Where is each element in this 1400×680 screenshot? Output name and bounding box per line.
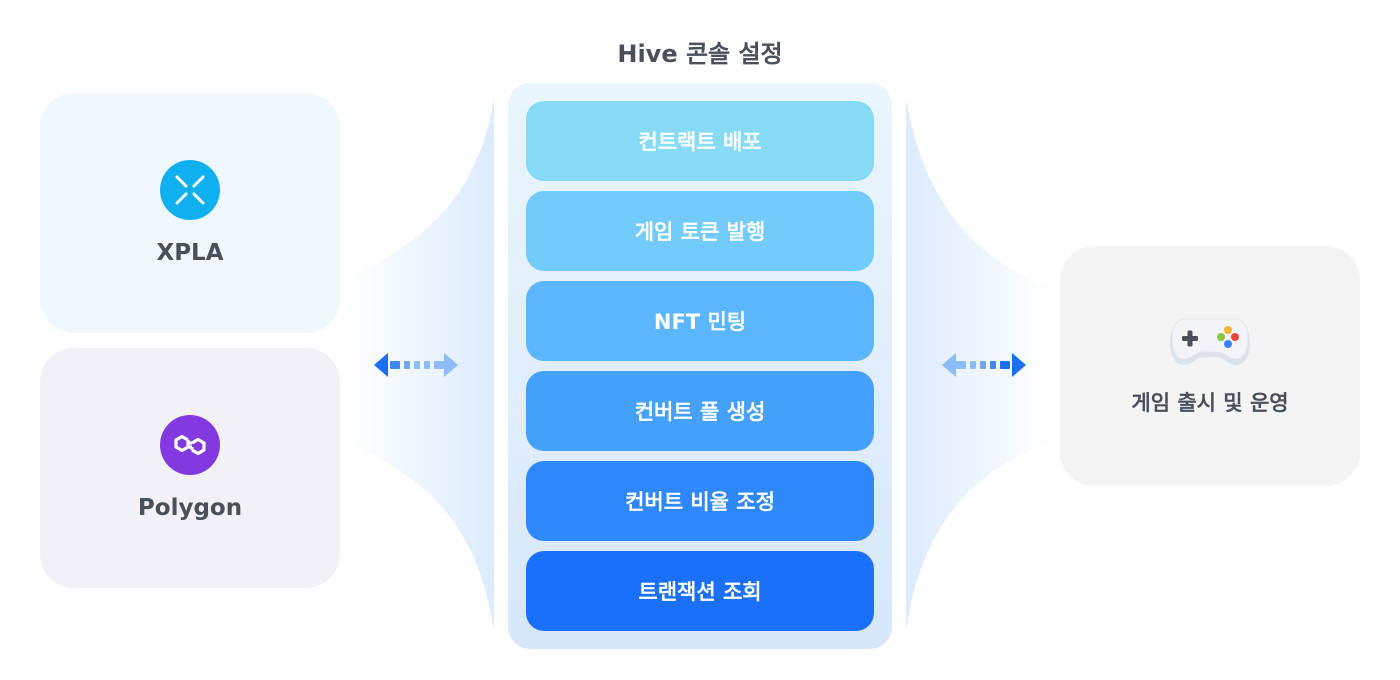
chain-label-polygon: Polygon	[137, 495, 243, 521]
gamepad-icon	[1170, 318, 1250, 365]
game-release-label: 게임 출시 및 운영	[1131, 391, 1289, 415]
chain-card-polygon: Polygon	[40, 348, 340, 588]
game-release-card: 게임 출시 및 운영	[1060, 246, 1360, 486]
console-title: Hive 콘솔 설정	[617, 40, 783, 68]
chain-label-xpla: XPLA	[156, 240, 224, 266]
step-convert-pool-create: 컨버트 풀 생성	[526, 371, 874, 451]
step-contract-deploy: 컨트랙트 배포	[526, 101, 874, 181]
xpla-logo-icon	[160, 160, 220, 220]
polygon-logo-icon	[160, 415, 220, 475]
step-transaction-lookup: 트랜잭션 조회	[526, 551, 874, 631]
left-bidirectional-arrow	[374, 353, 458, 377]
step-game-token-issue: 게임 토큰 발행	[526, 191, 874, 271]
chain-card-xpla: XPLA	[40, 93, 340, 333]
step-convert-ratio-adjust: 컨버트 비율 조정	[526, 461, 874, 541]
right-bidirectional-arrow	[942, 353, 1026, 377]
console-panel: 컨트랙트 배포 게임 토큰 발행 NFT 민팅 컨버트 풀 생성 컨버트 비율 …	[508, 83, 892, 649]
step-nft-minting: NFT 민팅	[526, 281, 874, 361]
